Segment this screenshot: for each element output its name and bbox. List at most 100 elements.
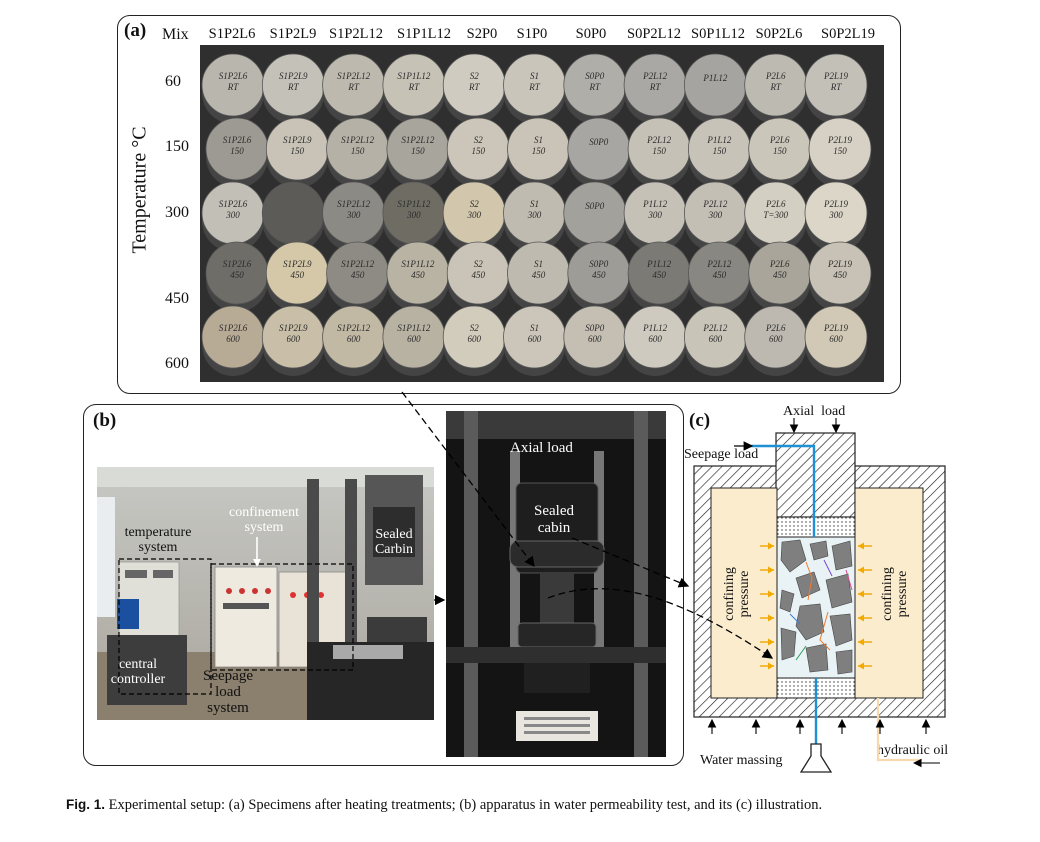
specimen-marking: S1P2L6 — [219, 71, 248, 81]
specimen-marking: S1P1L12 — [401, 259, 435, 269]
specimen-marking: 300 — [225, 210, 240, 220]
specimen-marking: 450 — [713, 270, 727, 280]
specimen-marking: 300 — [466, 210, 481, 220]
specimen-marking: S1P2L9 — [279, 71, 308, 81]
specimen-marking: 600 — [226, 334, 240, 344]
specimen-marking: S1 — [534, 135, 543, 145]
label-seepage-load-system: Seepage load system — [203, 668, 253, 716]
specimen-core — [261, 181, 325, 252]
specimen-marking: 600 — [829, 334, 843, 344]
specimen-marking: 150 — [773, 146, 787, 156]
specimen-marking: RT — [528, 82, 540, 92]
seepage-water-line — [748, 444, 816, 537]
specimen-marking: 300 — [527, 210, 542, 220]
specimen-marking: 600 — [347, 334, 361, 344]
specimen-marking: 150 — [713, 146, 727, 156]
figure-caption: Fig. 1. Experimental setup: (a) Specimen… — [66, 797, 1006, 814]
specimen-marking: 300 — [828, 210, 843, 220]
specimen-marking: RT — [227, 82, 239, 92]
specimen-marking: S2 — [474, 259, 484, 269]
specimen-marking: S2 — [470, 323, 480, 333]
confining-arrow-head — [858, 542, 864, 550]
specimen-marking: P2L12 — [646, 135, 672, 145]
specimen-marking: P2L6 — [765, 199, 786, 209]
specimen-marking: RT — [649, 82, 661, 92]
mix-label-s1p2l6: S1P2L6 — [208, 26, 256, 42]
specimen-marking: 300 — [708, 210, 723, 220]
confining-arrow-head — [768, 638, 774, 646]
specimen-marking: S1P1L12 — [397, 71, 431, 81]
specimen-marking: 600 — [407, 334, 421, 344]
specimen-marking: 300 — [406, 210, 421, 220]
confining-chamber-right — [854, 487, 924, 699]
specimen-marking: 450 — [471, 270, 485, 280]
specimen-marking: 150 — [833, 146, 847, 156]
rig-photo — [446, 411, 666, 757]
specimen-marking: S0P0 — [585, 71, 604, 81]
specimen-marking: S1 — [530, 199, 539, 209]
specimen-marking: RT — [347, 82, 359, 92]
specimen-marking: RT — [589, 82, 601, 92]
specimen-marking: S1P2L12 — [341, 135, 375, 145]
specimen-marking: P2L19 — [823, 323, 849, 333]
mix-label-s0p1l12: S0P1L12 — [691, 26, 745, 42]
specimen-core: S0P0 — [563, 181, 627, 252]
specimen-core: P1L12 — [684, 53, 747, 124]
figure-caption-text: Experimental setup: (a) Specimens after … — [108, 797, 823, 813]
specimen-marking: 450 — [351, 270, 365, 280]
specimen-marking: S1P2L9 — [283, 135, 312, 145]
specimen-marking: S1 — [534, 259, 543, 269]
mix-label-s2p0: S2P0 — [466, 26, 498, 42]
specimen-marking: S0P0 — [589, 137, 608, 147]
specimen-marking: S1P2L12 — [341, 259, 375, 269]
label-central-controller: central controller — [110, 657, 166, 687]
specimen-marking: 600 — [588, 334, 602, 344]
specimen-marking: 150 — [471, 146, 485, 156]
specimen-marking: 600 — [467, 334, 481, 344]
lab-photo — [97, 467, 434, 720]
confining-arrow-head — [768, 614, 774, 622]
panel-a — [117, 15, 901, 394]
figure-number: Fig. 1. — [66, 797, 106, 812]
specimen-marking: 600 — [528, 334, 542, 344]
mix-label: Mix — [162, 26, 189, 43]
label-sealed-carbin: Sealed Carbin — [374, 527, 414, 557]
label-seepage-load: Seepage load — [684, 447, 759, 462]
specimen-marking: P2L12 — [706, 259, 732, 269]
specimen-marking: 150 — [230, 146, 244, 156]
panel-b-label: (b) — [93, 410, 117, 431]
label-axial-load-photo: Axial load — [510, 440, 573, 456]
confining-pressure-arrows — [760, 542, 872, 670]
panel-a-label: (a) — [124, 20, 147, 41]
mix-label-s0p2l12: S0P2L12 — [627, 26, 681, 42]
specimen-marking: S2 — [474, 135, 484, 145]
specimen-marking: S1P1L12 — [397, 323, 431, 333]
aggregates — [779, 539, 853, 675]
confining-arrow-head — [768, 542, 774, 550]
specimen-marking: P2L6 — [769, 259, 790, 269]
specimen-marking: P2L6 — [769, 135, 790, 145]
specimen-marking: S1P2L12 — [401, 135, 435, 145]
specimen-marking: 150 — [532, 146, 546, 156]
confining-arrow-head — [858, 566, 864, 574]
specimen-marking: P2L12 — [642, 71, 668, 81]
specimen-marking: RT — [408, 82, 420, 92]
specimen-marking: S0P0 — [585, 323, 604, 333]
specimen-grid: S1P2L6RTS1P2L9RTS1P2L12RTS1P1L12RTS2RTS1… — [201, 53, 872, 376]
